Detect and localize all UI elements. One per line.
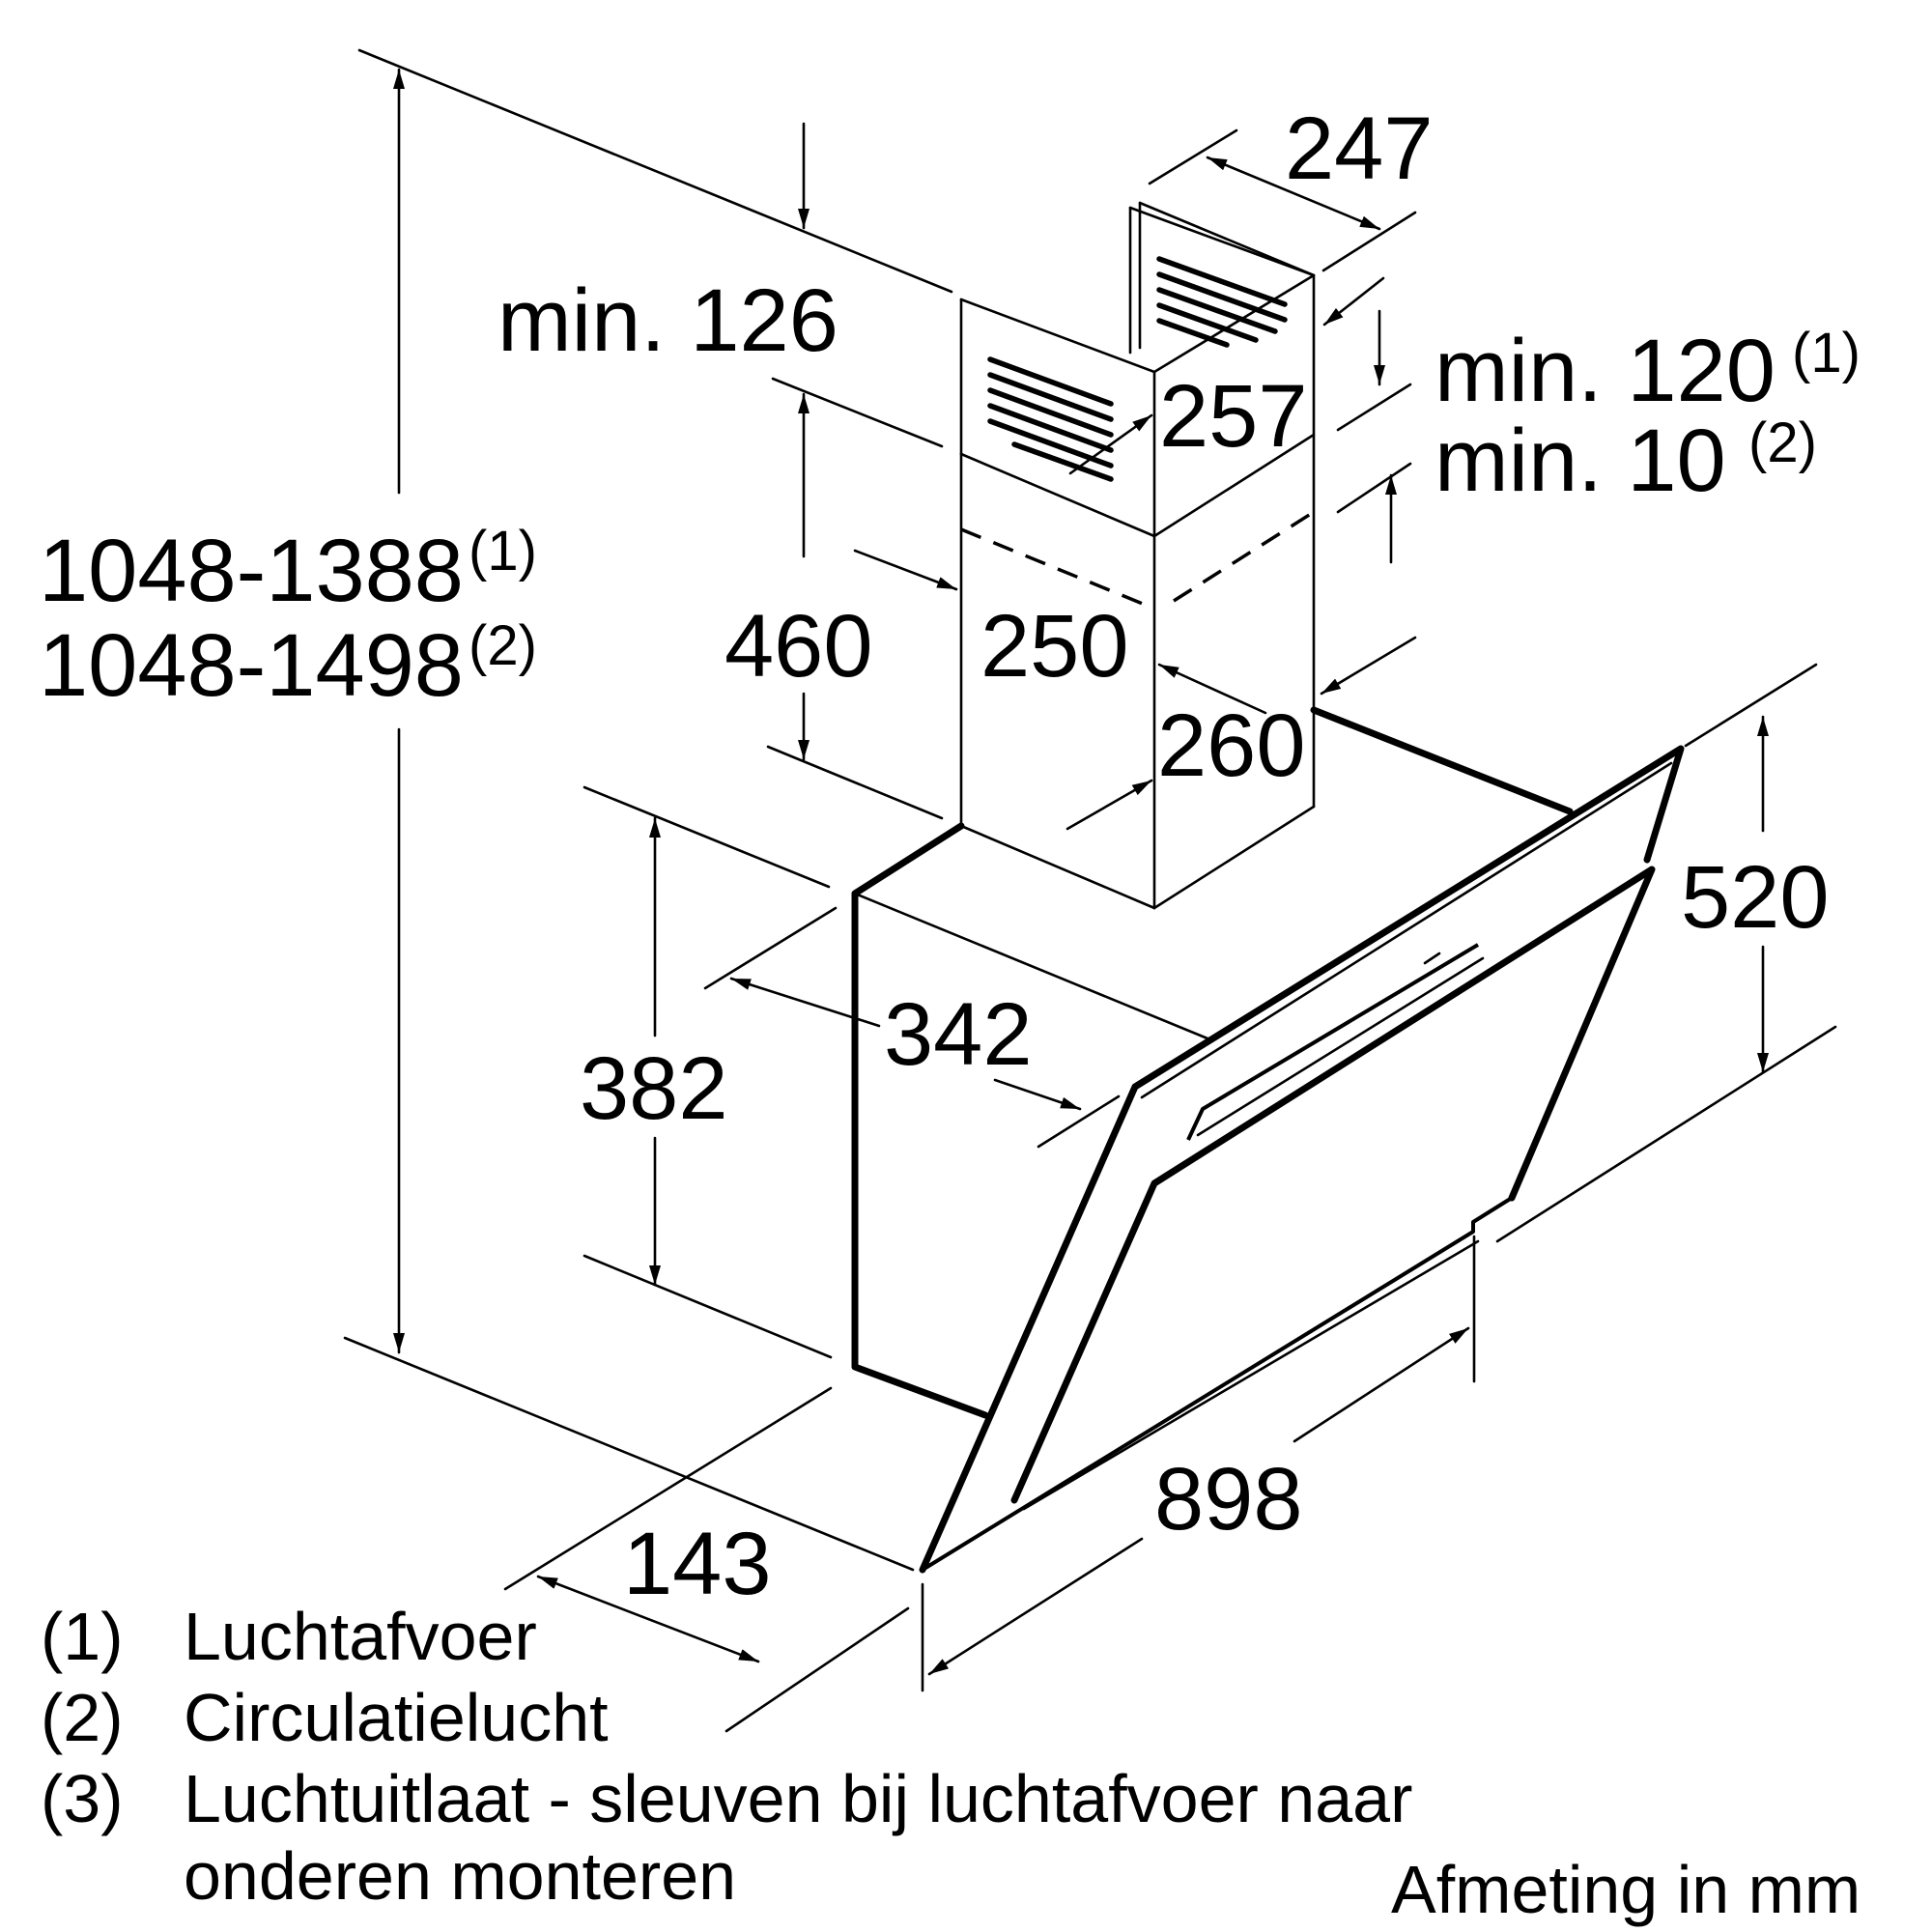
dim-382: 382	[580, 1039, 728, 1138]
dim-min-120-ref: (1)	[1792, 322, 1861, 384]
air-outlet-slots-lower	[987, 356, 1114, 482]
arrow-260-right	[1320, 636, 1417, 696]
unit-note: Afmeting in mm	[1391, 1852, 1861, 1927]
dim-143: 143	[623, 1515, 772, 1613]
arrow-260-bottom	[1065, 779, 1153, 831]
legend-1-number: (1)	[41, 1599, 124, 1674]
hood-outline	[851, 201, 1685, 1574]
legend-3-text-cont: onderen monteren	[184, 1838, 736, 1914]
legend: (1) Luchtafvoer (2) Circulatielucht (3) …	[41, 1599, 1861, 1927]
legend-2-number: (2)	[41, 1680, 124, 1755]
air-outlet-slots-upper	[1156, 256, 1288, 348]
arrow-250	[853, 549, 958, 591]
glass-panel	[919, 745, 1685, 1574]
dim-height-exhaust-ref: (1)	[469, 520, 537, 582]
dimension-labels: 247 min. 126 min. 120 (1) min. 10 (2) 25…	[39, 99, 1861, 1613]
arrow-342-left	[729, 977, 881, 1028]
dimension-arrows	[393, 68, 1769, 1676]
arrow-260-top	[1157, 663, 1267, 715]
dim-247: 247	[1285, 99, 1434, 198]
dim-height-exhaust: 1048-1388	[39, 522, 464, 620]
dim-min-120: min. 120	[1435, 322, 1776, 420]
dim-460: 460	[724, 597, 873, 696]
arrow-342-right	[993, 1078, 1082, 1111]
arrow-min120	[1322, 276, 1385, 327]
legend-3-text: Luchtuitlaat - sleuven bij luchtafvoer n…	[184, 1761, 1412, 1836]
dim-min-126: min. 126	[497, 271, 838, 370]
dim-min-10-ref: (2)	[1748, 412, 1817, 474]
arrow-247	[1206, 156, 1381, 231]
arrow-143	[536, 1575, 760, 1663]
arrow-898-left	[927, 1537, 1144, 1676]
dim-342: 342	[884, 985, 1033, 1084]
arrow-257	[1068, 413, 1153, 475]
dim-min-10: min. 10	[1435, 412, 1726, 510]
dim-898: 898	[1154, 1450, 1303, 1548]
hood-body	[851, 706, 1574, 1419]
extension-lines	[343, 48, 1837, 1733]
dim-height-recirculation: 1048-1498	[39, 616, 464, 715]
dim-257: 257	[1159, 367, 1308, 466]
legend-3-number: (3)	[41, 1761, 124, 1836]
dim-520: 520	[1681, 848, 1830, 947]
lower-chimney	[959, 433, 1316, 910]
arrow-898-right	[1293, 1326, 1470, 1443]
legend-1-text: Luchtafvoer	[184, 1599, 537, 1674]
dim-250: 250	[980, 597, 1129, 696]
legend-2-text: Circulatielucht	[184, 1680, 609, 1755]
dim-height-recirculation-ref: (2)	[469, 614, 537, 677]
dim-260: 260	[1157, 696, 1306, 795]
